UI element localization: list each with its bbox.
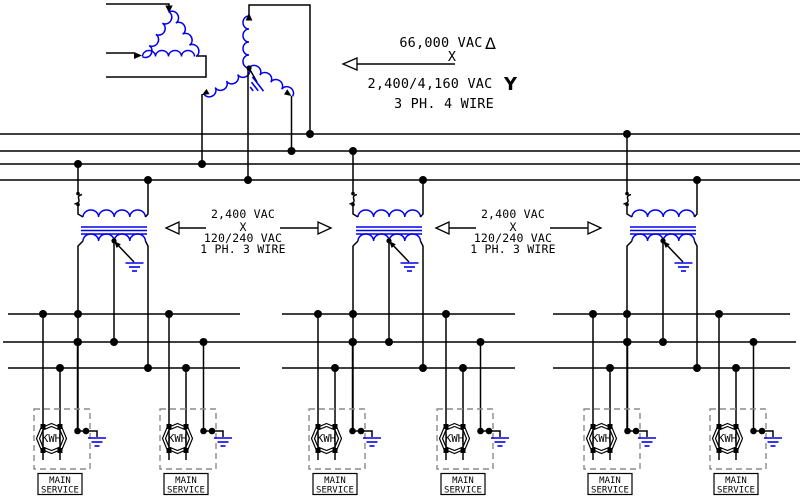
main-service-2-line1: MAIN <box>175 476 197 486</box>
label1-wiring: 1 PH. 3 WIRE <box>200 242 285 256</box>
kwh-meter-5-label: KWH <box>592 433 611 445</box>
kwh-meter-2-label: KWH <box>168 433 187 445</box>
fuse-cutout-3 <box>622 191 632 208</box>
label1-secondary-voltage: 120/240 VAC <box>204 231 282 245</box>
pole-transformer-1 <box>73 164 152 431</box>
main-service-4-line1: MAIN <box>452 476 474 486</box>
label2-left-arrow-icon <box>434 220 476 236</box>
wye-secondary-winding <box>201 4 311 180</box>
main-service-3-line1: MAIN <box>324 476 346 486</box>
supply-primary-voltage: 66,000 VAC <box>399 35 482 51</box>
service-secondary-lines <box>3 313 796 369</box>
kwh-meter-1-label: KWH <box>42 433 61 445</box>
fuse-cutout-1 <box>73 191 83 208</box>
label2-secondary-voltage: 120/240 VAC <box>474 231 552 245</box>
secondary-voltage-label-1: 2,400 VAC X 120/240 VAC 1 PH. 3 WIRE <box>164 207 333 256</box>
kwh-meter-4-label: KWH <box>445 433 464 445</box>
kwh-meter-3-label: KWH <box>317 433 336 445</box>
label1-right-arrow-icon <box>280 220 333 236</box>
main-service-1-line2: SERVICE <box>41 486 79 496</box>
label1-left-arrow-icon <box>164 220 206 236</box>
main-service-3-line2: SERVICE <box>316 486 354 496</box>
label1-primary-voltage: 2,400 VAC <box>211 207 275 221</box>
label2-right-arrow-icon <box>550 220 603 236</box>
main-service-5-line2: SERVICE <box>591 486 629 496</box>
kwh-meter-3: KWH MAIN SERVICE <box>309 310 381 496</box>
kwh-meter-6: KWH MAIN SERVICE <box>710 310 782 496</box>
transformer-ground-icon-1 <box>124 262 145 272</box>
fuse-cutout-2 <box>348 191 358 208</box>
primary-bus-taps <box>74 130 701 184</box>
transformer-ground-icon-2 <box>399 262 420 272</box>
main-service-4-line2: SERVICE <box>444 486 482 496</box>
kwh-meter-4: KWH MAIN SERVICE <box>437 310 509 496</box>
label1-x-separator: X <box>239 220 246 234</box>
transformer-ground-icon-3 <box>673 262 694 272</box>
supply-wiring: 3 PH. 4 WIRE <box>394 96 494 112</box>
main-service-6-line1: MAIN <box>725 476 747 486</box>
label2-x-separator: X <box>509 220 516 234</box>
secondary-voltage-label-2: 2,400 VAC X 120/240 VAC 1 PH. 3 WIRE <box>434 207 603 256</box>
delta-symbol: Δ <box>485 34 496 53</box>
kwh-meter-1: KWH MAIN SERVICE <box>34 310 106 496</box>
kwh-meter-2: KWH MAIN SERVICE <box>160 310 232 496</box>
primary-distribution-bus <box>0 133 800 181</box>
supply-x-separator: X <box>448 49 456 65</box>
main-service-2-line2: SERVICE <box>167 486 205 496</box>
kwh-meter-5: KWH MAIN SERVICE <box>584 310 656 496</box>
supply-voltage-label: 66,000 VAC Δ X 2,400/4,160 VAC Y 3 PH. 4… <box>341 34 518 112</box>
supply-secondary-voltage: 2,400/4,160 VAC <box>368 76 493 92</box>
delta-primary-winding <box>106 3 207 78</box>
label2-wiring: 1 PH. 3 WIRE <box>470 242 555 256</box>
kwh-meter-6-label: KWH <box>718 433 737 445</box>
main-service-6-line2: SERVICE <box>717 486 755 496</box>
supply-pointer-arrow-icon <box>341 57 455 71</box>
wye-symbol: Y <box>503 74 518 95</box>
main-service-5-line1: MAIN <box>599 476 621 486</box>
label2-primary-voltage: 2,400 VAC <box>481 207 545 221</box>
wye-neutral-ground-icon <box>245 67 265 97</box>
pole-transformer-3 <box>622 134 701 431</box>
main-service-1-line1: MAIN <box>49 476 71 486</box>
pole-transformer-2 <box>348 151 427 431</box>
